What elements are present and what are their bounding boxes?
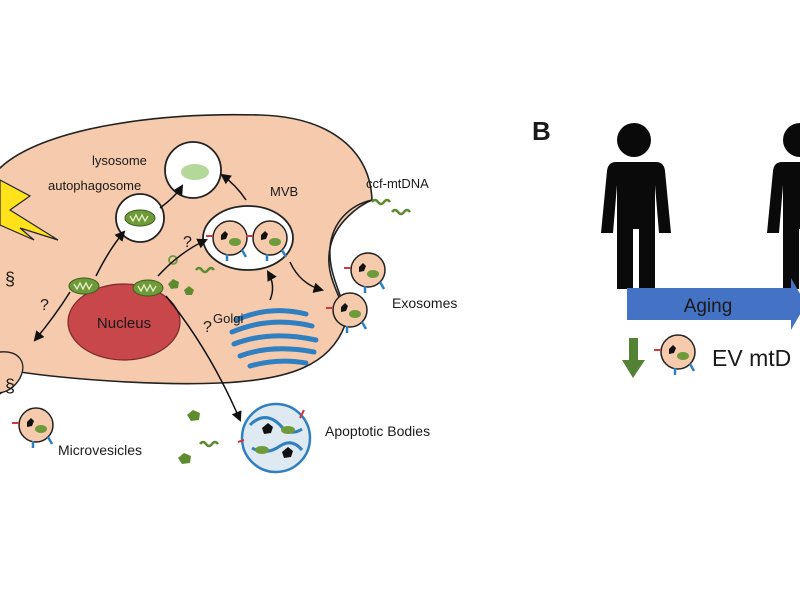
ccf-mtdna-icon <box>370 198 392 206</box>
lightning-icon <box>0 179 59 241</box>
nucleus <box>67 283 181 361</box>
exosomes-label: Exosomes <box>392 295 457 311</box>
ccf-mtdna-icon <box>390 208 412 216</box>
question-mark: ? <box>203 319 212 336</box>
golgi-icon <box>229 308 319 369</box>
old-person-icon <box>767 123 800 289</box>
small-vesicle-icon <box>168 255 178 265</box>
microvesicles-label: Microvesicles <box>58 442 142 458</box>
question-mark: ? <box>183 234 192 251</box>
apoptotic-bodies-label: Apoptotic Bodies <box>325 423 430 439</box>
lysosome-label: lysosome <box>92 153 147 168</box>
dna-symbol-icon: § <box>5 269 15 289</box>
exosome-icon <box>342 251 387 295</box>
cell-bleb <box>0 351 24 394</box>
ev-mtdna-label: EV mtD <box>712 345 791 371</box>
aging-label: Aging <box>684 296 733 317</box>
mtdna-fragment-icon <box>178 453 191 464</box>
pathway-arrows <box>33 173 325 422</box>
engulfed-mitochondrion-icon <box>124 209 156 227</box>
aging-arrow <box>627 278 800 330</box>
mitochondrion-icon <box>68 277 100 295</box>
microvesicle-icon <box>10 406 55 450</box>
mtdna-icon <box>198 440 220 448</box>
decrease-arrow-icon <box>622 338 645 378</box>
apoptotic-body <box>237 402 312 474</box>
panel-b-letter: B <box>532 116 551 146</box>
question-mark: ? <box>40 297 49 314</box>
ccf-mtdna-label: ccf-mtDNA <box>366 176 429 191</box>
mtdna-fragment-icon <box>184 286 194 295</box>
ev-icon <box>652 333 697 377</box>
dna-symbol-icon: § <box>5 376 15 396</box>
mtdna-fragment-icon <box>168 279 179 289</box>
mitochondrion-icon <box>132 279 164 297</box>
autophagosome-label: autophagosome <box>48 178 141 193</box>
degraded-mitochondrion <box>181 164 209 180</box>
mvb-label: MVB <box>270 184 298 199</box>
nucleus-label: Nucleus <box>97 315 151 332</box>
young-person-icon <box>601 123 671 289</box>
mtdna-fragment-icon <box>187 410 200 421</box>
golgi-label: Golgi <box>213 311 243 326</box>
